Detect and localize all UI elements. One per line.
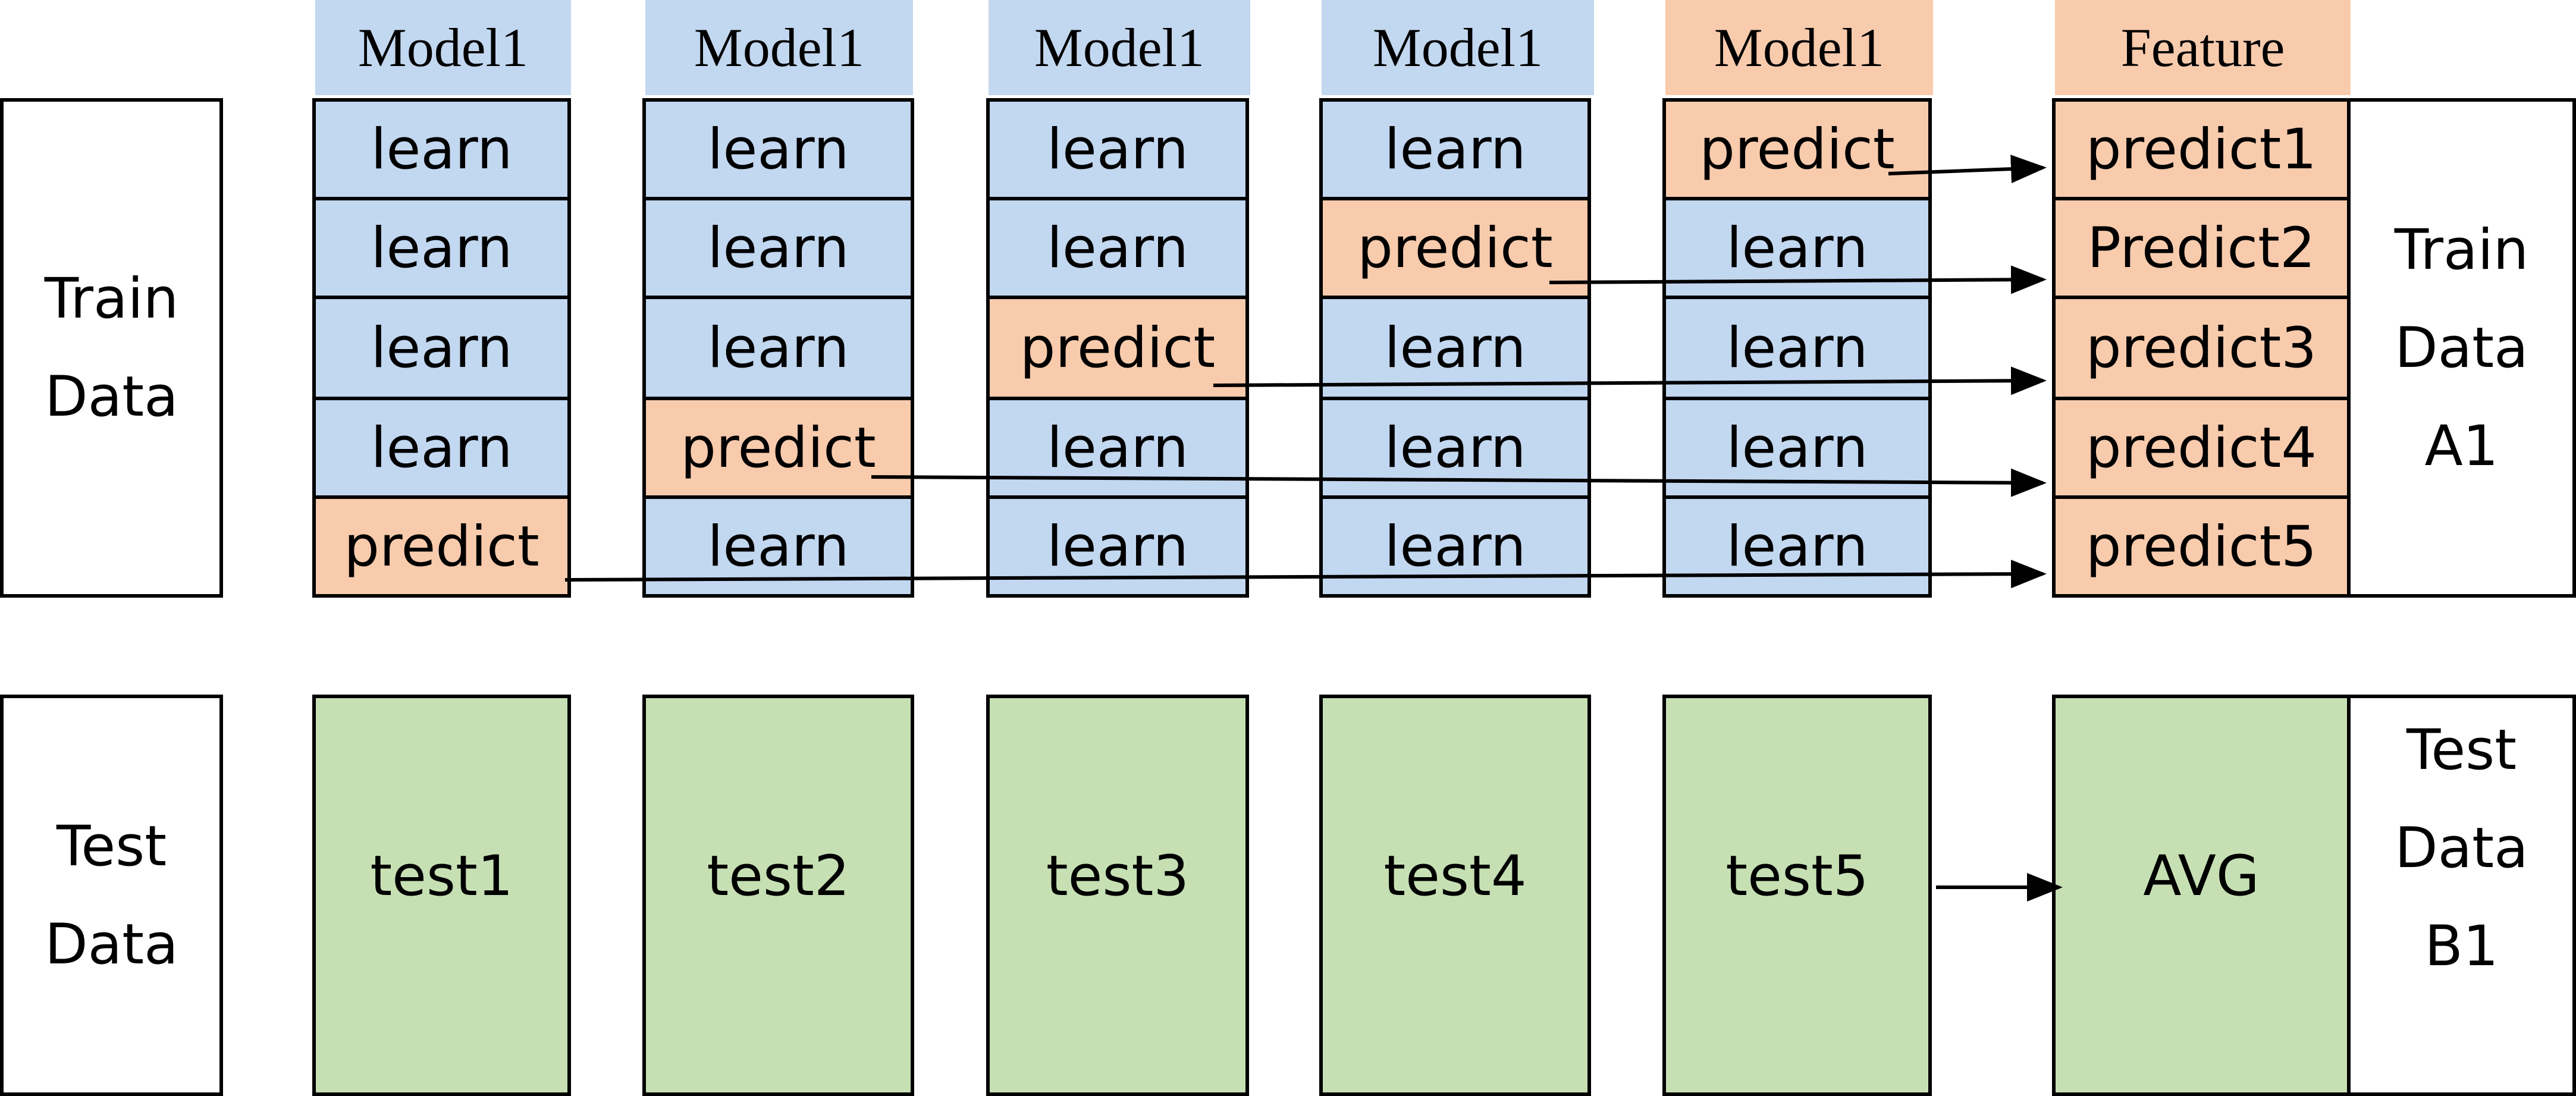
arrow-fold1-to-predict5 [564,560,2047,589]
test-b1-line1: Test [2406,718,2517,783]
avg-box: AVG [2052,695,2351,1096]
test-label-line1: Test [56,814,167,879]
test3-label: test3 [1046,844,1190,909]
test-label-line2: Data [45,912,178,977]
test5-label: test5 [1725,844,1869,909]
fold5-row5: learn [1662,495,1932,598]
fold1-row4: learn [312,397,571,499]
train-label-line2: Data [45,365,178,429]
header-feature: Feature [2055,0,2351,95]
test-b1-line3: B1 [2424,914,2499,979]
fold4-row1: learn [1319,98,1591,200]
test4-label: test4 [1383,844,1527,909]
arrow-fold4-to-predict2 [1549,265,2047,294]
test4-box: test4 [1319,695,1591,1096]
fold3-row4: learn [986,397,1249,499]
fold5-row1: predict [1662,98,1932,200]
avg-label: AVG [2143,844,2260,909]
fold1-row5: predict [312,495,571,598]
arrow-fold3-to-predict3 [1213,366,2047,395]
header-model1-col4: Model1 [1322,0,1594,95]
test-b1-line2: Data [2395,816,2528,881]
test1-box: test1 [312,695,571,1096]
fold1-row3: learn [312,296,571,400]
header-model1-col2: Model1 [645,0,913,95]
arrow-fold2-to-predict4 [871,468,2047,497]
fold2-row1: learn [642,98,914,200]
feature-predict3: predict3 [2052,296,2351,400]
fold3-row5: learn [986,495,1249,598]
feature-predict4: predict4 [2052,397,2351,499]
header-model1-col3: Model1 [989,0,1250,95]
train-a1-line2: Data [2395,315,2528,381]
header-model1-col5: Model1 [1665,0,1933,95]
test2-label: test2 [707,844,850,909]
arrow-fold5-to-predict1 [1888,155,2047,184]
train-a1-line3: A1 [2424,413,2499,479]
test2-box: test2 [642,695,914,1096]
fold1-row2: learn [312,197,571,299]
fold3-row2: learn [986,197,1249,299]
test1-label: test1 [370,844,513,909]
feature-predict1: predict1 [2052,98,2351,200]
test3-box: test3 [986,695,1249,1096]
train-a1-line1: Train [2394,217,2529,282]
header-model1-col1: Model1 [315,0,571,95]
fold4-row5: learn [1319,495,1591,598]
train-label-line1: Train [44,266,179,331]
test5-box: test5 [1662,695,1932,1096]
